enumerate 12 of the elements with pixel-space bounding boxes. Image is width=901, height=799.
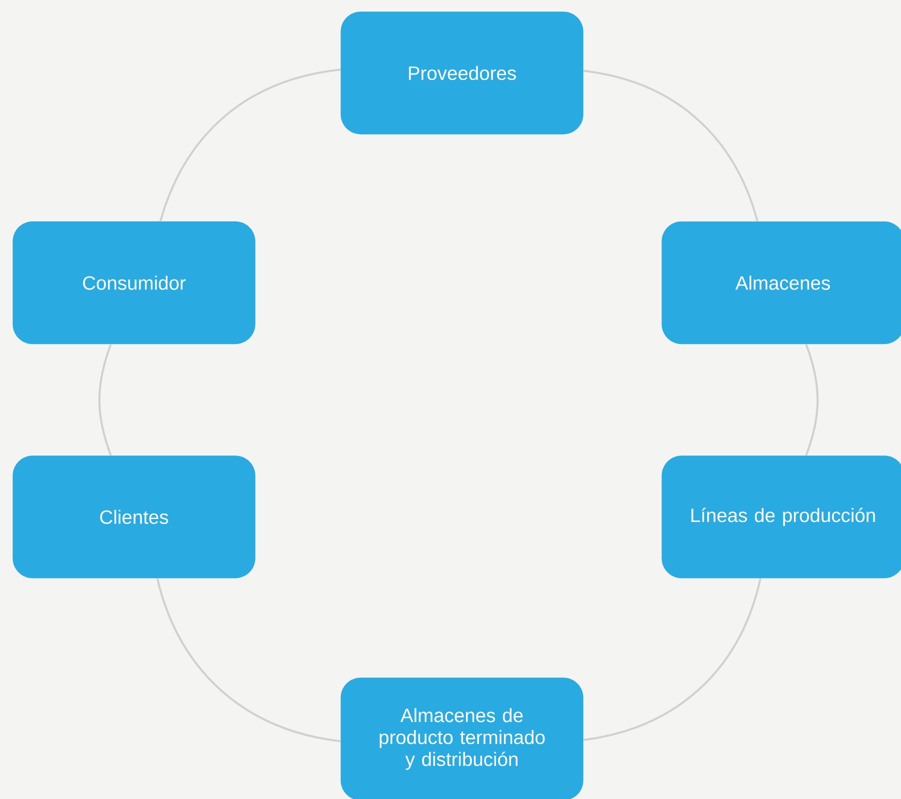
- connector-arc: [98, 344, 112, 456]
- connector-arc: [805, 344, 819, 456]
- process-box: Almacenes: [662, 221, 901, 344]
- process-box: Clientes: [12, 456, 256, 578]
- connector-arc: [156, 578, 341, 742]
- connector-arc: [159, 68, 341, 222]
- process-box: Almacenes de producto terminado y distribución: [340, 678, 584, 799]
- process-box: Líneas de producción: [662, 456, 901, 578]
- process-box: Consumidor: [12, 221, 256, 344]
- connector-arc: [583, 70, 758, 222]
- connector-arc: [583, 578, 762, 741]
- process-box: Proveedores: [340, 12, 584, 134]
